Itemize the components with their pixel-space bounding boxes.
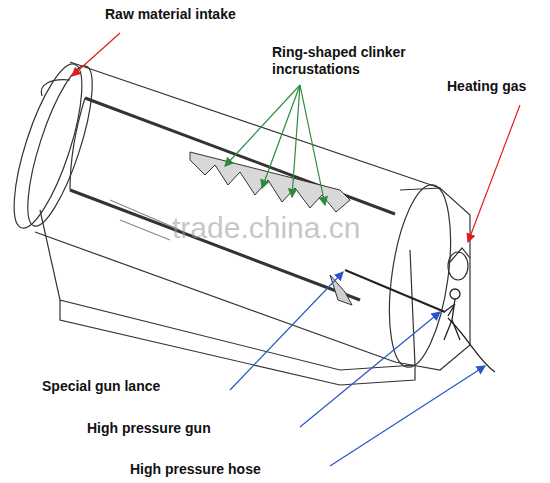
leader-arrow: [225, 85, 325, 205]
high-pressure-hose: [448, 318, 495, 372]
leader-arrow: [72, 33, 120, 76]
kiln-inlet-ring: [15, 60, 105, 232]
callout-label: Ring-shaped clinker incrustations: [272, 44, 422, 78]
leader-arrow: [230, 272, 343, 390]
burner-pipe: [448, 252, 468, 280]
clinker-ring: [190, 152, 350, 212]
kiln-lining: [70, 190, 360, 300]
callout-label: Special gun lance: [42, 378, 242, 395]
callout-label: High pressure gun: [87, 420, 287, 437]
clinker-debris: [330, 275, 352, 305]
kiln-lining: [70, 98, 85, 190]
callout-label: Raw material intake: [105, 6, 325, 23]
leader-arrow: [300, 312, 440, 427]
kiln-base: [60, 300, 415, 385]
callout-label: Heating gas: [447, 78, 547, 95]
kiln-lining: [85, 98, 395, 214]
kiln-bottom-edge: [35, 232, 395, 362]
kiln-body: [1, 57, 470, 385]
leader-arrow: [330, 366, 485, 466]
kiln-support: [40, 210, 415, 370]
kiln-outlet-ring: [379, 181, 460, 371]
material-bed: [110, 200, 180, 240]
leader-arrow: [468, 105, 520, 242]
operator: [444, 289, 460, 340]
callout-label: High pressure hose: [130, 461, 350, 478]
intake-pipe: [41, 80, 70, 96]
gun-lance: [345, 270, 445, 312]
watermark: trade.china.cn: [172, 212, 412, 244]
